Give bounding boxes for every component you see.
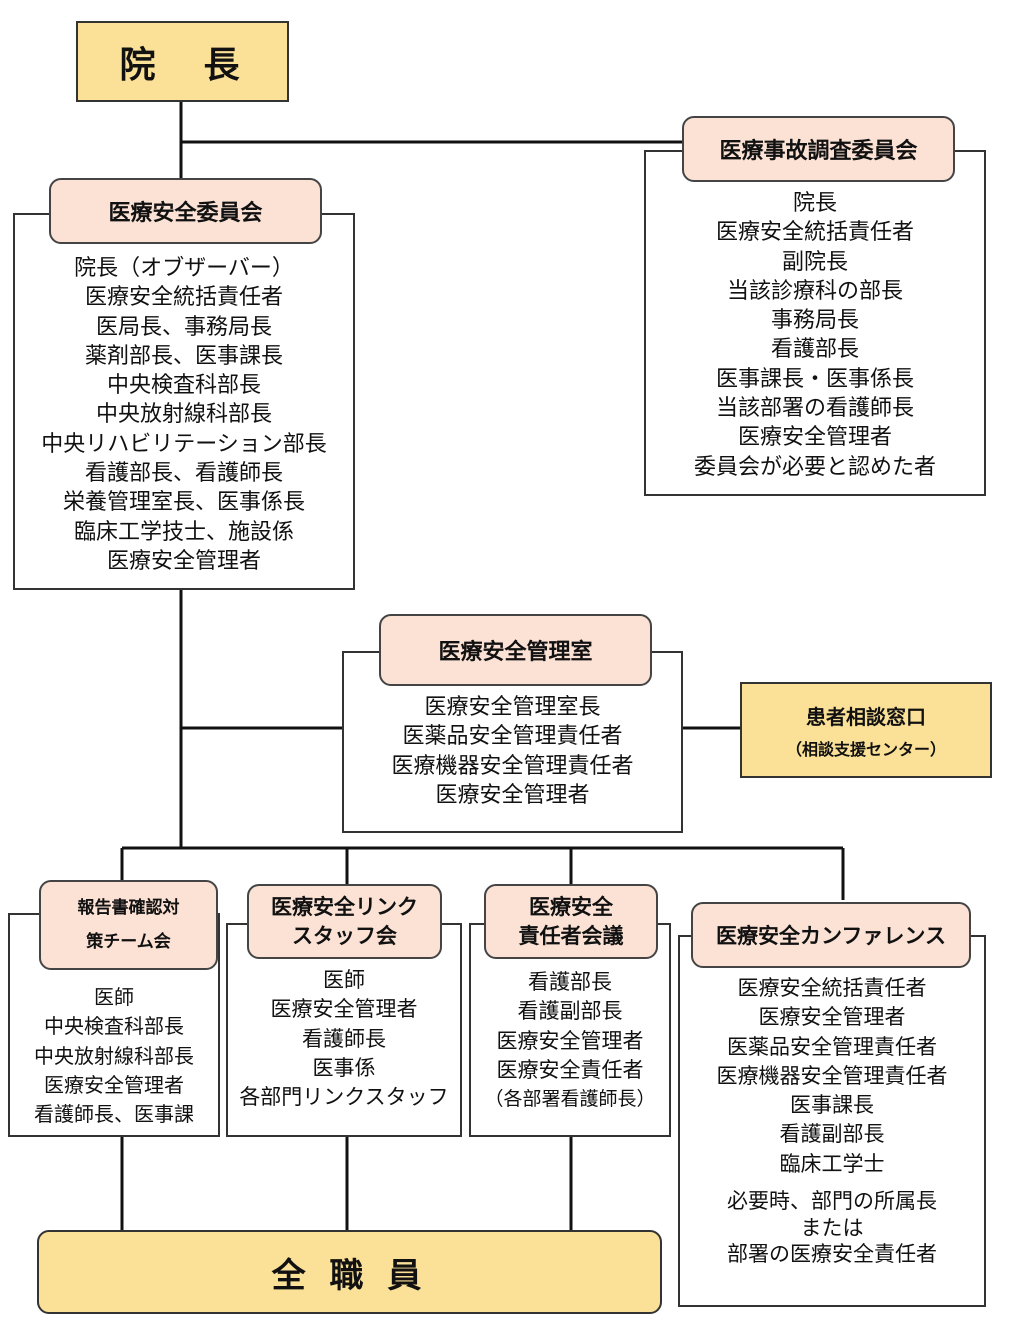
member: 医療安全管理者 <box>44 1072 184 1097</box>
extra-line: 部署の医療安全責任者 <box>727 1242 937 1266</box>
responsible-meeting-title-line1: 医療安全 <box>529 894 613 919</box>
member: 医事課長 <box>790 1093 874 1118</box>
safety-committee-members: 院長（オブザーバー） 医療安全統括責任者 医局長、事務局長 薬剤部長、医事課長 … <box>13 254 355 576</box>
accident-committee-frame <box>644 150 986 496</box>
accident-committee-title: 医療事故調査委員会 <box>682 116 955 182</box>
director-label: 院 長 <box>119 44 246 86</box>
member: 看護部長、看護師長 <box>84 461 283 487</box>
member: 副院長 <box>781 249 848 275</box>
safety-office-title: 医療安全管理室 <box>379 614 652 686</box>
safety-committee-frame <box>13 213 355 590</box>
responsible-meeting-members: 看護部長 看護副部長 医療安全管理者 医療安全責任者 （各部署看護師長） <box>469 968 671 1114</box>
member: 医療安全管理者 <box>496 1028 644 1053</box>
report-team-title-line1: 報告書確認対 <box>77 898 180 918</box>
conference-title: 医療安全カンファレンス <box>691 902 971 968</box>
member: 中央検査科部長 <box>44 1014 184 1039</box>
member: 院長 <box>792 191 837 216</box>
responsible-meeting-title-line2: 責任者会議 <box>518 923 624 948</box>
patient-desk-box: 患者相談窓口 （相談支援センター） <box>740 682 992 778</box>
safety-office-title-text: 医療安全管理室 <box>438 640 593 665</box>
member: 医薬品安全管理責任者 <box>402 724 623 750</box>
member: 看護副部長 <box>779 1122 885 1147</box>
accident-committee-members: 院長 医療安全統括責任者 副院長 当該診療科の部長 事務局長 看護部長 医事課長… <box>644 189 986 482</box>
member: 医療安全管理者 <box>737 425 892 451</box>
report-team-members: 医師 中央検査科部長 中央放射線科部長 医療安全管理者 看護師長、医事課 <box>8 983 220 1129</box>
link-staff-members: 医師 医療安全管理者 看護師長 医事係 各部門リンクスタッフ <box>226 966 462 1112</box>
member: 医師 <box>94 985 134 1009</box>
member: 医療安全統括責任者 <box>715 220 914 246</box>
link-staff-title: 医療安全リンク スタッフ会 <box>247 884 442 959</box>
safety-committee-title-text: 医療安全委員会 <box>108 201 263 226</box>
member-note: （各部署看護師長） <box>484 1088 656 1111</box>
member: 医療安全管理者 <box>758 1005 906 1030</box>
member: 医局長、事務局長 <box>95 314 272 340</box>
conference-frame <box>678 935 986 1307</box>
member: 医療安全統括責任者 <box>84 285 283 311</box>
responsible-meeting-title: 医療安全 責任者会議 <box>484 884 658 959</box>
safety-office-members: 医療安全管理室長 医薬品安全管理責任者 医療機器安全管理責任者 医療安全管理者 <box>342 693 683 810</box>
conference-members: 医療安全統括責任者 医療安全管理者 医薬品安全管理責任者 医療機器安全管理責任者… <box>678 974 986 1179</box>
conference-extra: 必要時、部門の所属長 または 部署の医療安全責任者 <box>678 1188 986 1268</box>
member: 医療安全管理者 <box>270 997 418 1022</box>
member: 医療安全管理室長 <box>424 695 601 720</box>
member: 栄養管理室長、医事係長 <box>62 490 305 516</box>
member: 看護師長、医事課 <box>34 1102 194 1127</box>
member: 薬剤部長、医事課長 <box>84 343 283 369</box>
extra-line: または <box>800 1215 864 1240</box>
member: 中央放射線科部長 <box>34 1043 194 1068</box>
extra-line: 必要時、部門の所属長 <box>727 1189 937 1213</box>
all-staff-label: 全 職 員 <box>271 1255 428 1296</box>
report-team-title-line2: 策チーム会 <box>86 932 171 952</box>
patient-desk-subtitle: （相談支援センター） <box>785 739 946 759</box>
member: 看護副部長 <box>517 999 623 1024</box>
member: 看護師長 <box>302 1026 386 1051</box>
member: 各部門リンクスタッフ <box>239 1085 449 1110</box>
member: 中央リハビリテーション部長 <box>41 431 327 457</box>
member: 医薬品安全管理責任者 <box>727 1034 937 1059</box>
member: 看護部長 <box>528 970 612 994</box>
safety-committee-title: 医療安全委員会 <box>49 178 322 244</box>
member: 中央検査科部長 <box>106 373 261 399</box>
link-staff-title-line1: 医療安全リンク <box>271 894 418 919</box>
member: 医師 <box>323 968 365 992</box>
patient-desk-title: 患者相談窓口 <box>806 704 926 729</box>
member: 委員会が必要と認めた者 <box>693 454 936 480</box>
member: 当該診療科の部長 <box>726 278 903 304</box>
member: 医療機器安全管理責任者 <box>716 1063 948 1088</box>
member: 当該部署の看護師長 <box>715 396 914 422</box>
report-team-title: 報告書確認対 策チーム会 <box>39 880 218 970</box>
all-staff-box: 全 職 員 <box>37 1230 662 1314</box>
member: 臨床工学士 <box>779 1151 885 1176</box>
conference-title-text: 医療安全カンファレンス <box>716 924 946 948</box>
member: 中央放射線科部長 <box>95 402 272 428</box>
member: 院長（オブザーバー） <box>74 256 294 281</box>
member: 事務局長 <box>770 308 859 334</box>
director-box: 院 長 <box>76 21 289 102</box>
accident-committee-title-text: 医療事故調査委員会 <box>719 139 918 164</box>
member: 臨床工学技士、施設係 <box>73 519 294 545</box>
member: 看護部長 <box>770 337 859 363</box>
member: 医療安全管理者 <box>435 782 590 808</box>
member: 医療機器安全管理責任者 <box>391 753 634 779</box>
member: 医療安全統括責任者 <box>737 976 927 1000</box>
member: 医療安全責任者 <box>496 1057 644 1082</box>
member: 医事係 <box>312 1055 376 1080</box>
member: 医療安全管理者 <box>106 548 261 574</box>
link-staff-title-line2: スタッフ会 <box>292 923 397 948</box>
member: 医事課長・医事係長 <box>715 366 914 392</box>
